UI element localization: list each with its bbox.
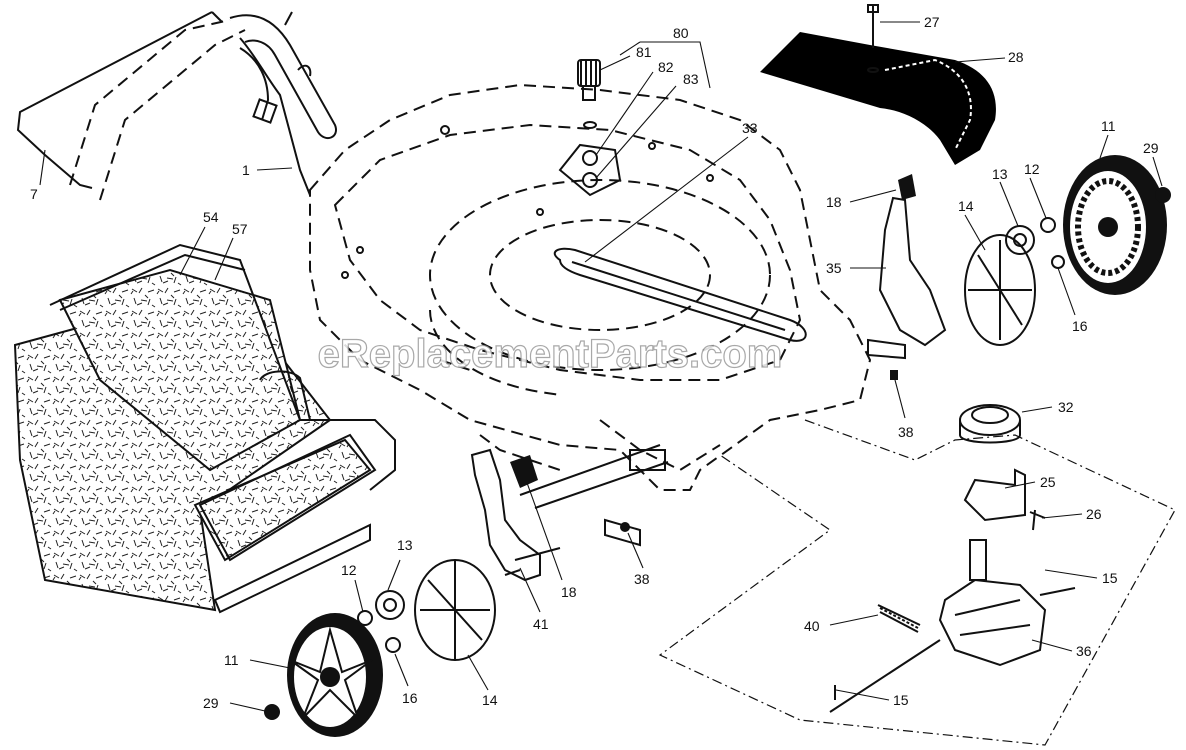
- callout-38-right: 38: [898, 424, 914, 440]
- callout-81: 81: [636, 44, 652, 60]
- callout-80: 80: [673, 25, 689, 41]
- callout-40: 40: [804, 618, 820, 634]
- bail-control: [16, 11, 223, 189]
- callout-16-left: 16: [402, 690, 418, 706]
- callout-26: 26: [1086, 506, 1102, 522]
- callout-36: 36: [1076, 643, 1092, 659]
- callout-7: 7: [30, 186, 38, 202]
- callout-82: 82: [658, 59, 674, 75]
- callout-33: 33: [742, 120, 758, 136]
- watermark-text: eReplacementParts.com: [318, 332, 783, 376]
- leader-lines: [39, 21, 1163, 712]
- callout-28: 28: [1008, 49, 1024, 65]
- callout-27: 27: [924, 14, 940, 30]
- rear-deflector: [760, 4, 996, 165]
- callout-13-right: 13: [992, 166, 1008, 182]
- mower-deck: [309, 83, 872, 491]
- right-wheel-assembly: [867, 155, 1171, 380]
- knob-and-washers: [558, 59, 622, 197]
- drive-belt: [553, 247, 807, 342]
- callout-14-right: 14: [958, 198, 974, 214]
- callout-38-left: 38: [634, 571, 650, 587]
- callout-54: 54: [203, 209, 219, 225]
- left-wheel-assembly: [264, 444, 669, 737]
- callout-29-right: 29: [1143, 140, 1159, 156]
- callout-41: 41: [533, 616, 549, 632]
- callout-25: 25: [1040, 474, 1056, 490]
- callout-1: 1: [242, 162, 250, 178]
- callout-12-right: 12: [1024, 161, 1040, 177]
- callout-29-left: 29: [203, 695, 219, 711]
- callout-57: 57: [232, 221, 248, 237]
- callout-35: 35: [826, 260, 842, 276]
- callout-11-left: 11: [224, 652, 239, 668]
- callout-12-left: 12: [341, 562, 357, 578]
- grass-catcher: [13, 243, 396, 614]
- callout-16-right: 16: [1072, 318, 1088, 334]
- handle-assembly: [69, 11, 337, 201]
- callout-15-upper: 15: [1102, 570, 1118, 586]
- callout-32: 32: [1058, 399, 1074, 415]
- transmission-assembly: [658, 404, 1176, 746]
- callout-18-right: 18: [826, 194, 842, 210]
- callout-labels: 1 7 54 57 80 81 82 83 33 27 28 18 35 14 …: [30, 14, 1159, 711]
- callout-11-right: 11: [1101, 118, 1116, 134]
- callout-18-left: 18: [561, 584, 577, 600]
- callout-15-lower: 15: [893, 692, 909, 708]
- callout-83: 83: [683, 71, 699, 87]
- callout-13-left: 13: [397, 537, 413, 553]
- callout-14-left: 14: [482, 692, 498, 708]
